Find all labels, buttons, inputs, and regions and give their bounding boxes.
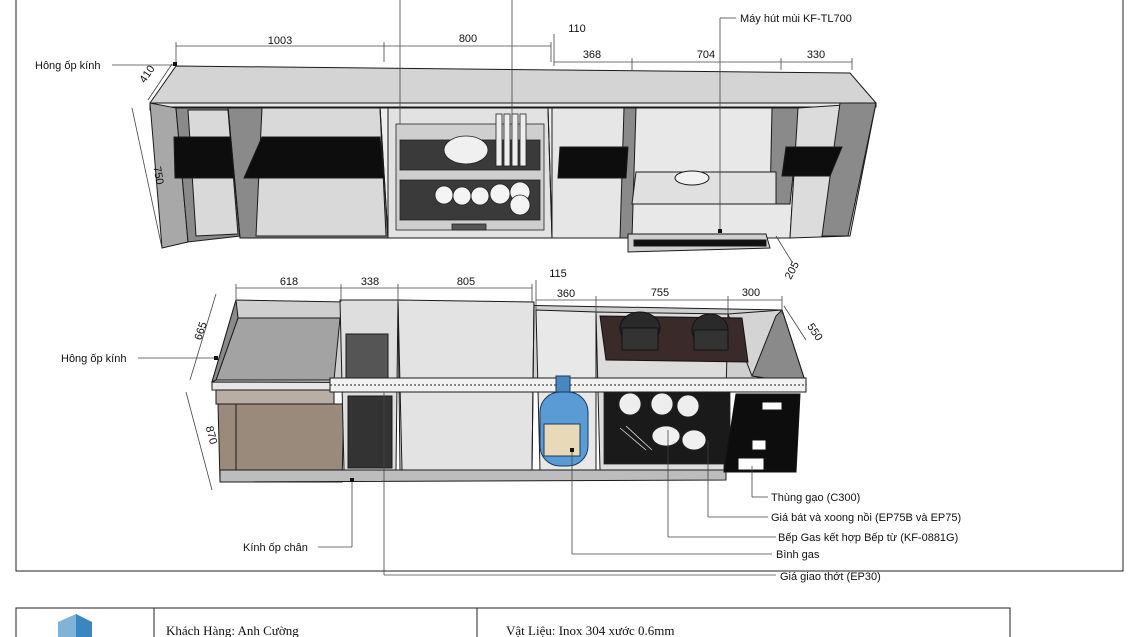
- lower-dimension-labels: 618 338 805 115 360 755 300 665 870 550: [193, 268, 825, 446]
- lower-plinth: [219, 469, 727, 483]
- plate-icon: [503, 113, 511, 167]
- pullout-basket-bottom: [347, 395, 393, 469]
- dim-upper-1003: 1003: [268, 35, 292, 47]
- lower-dish-rack: [603, 391, 731, 465]
- label-stove: Bếp Gas kết hợp Bếp từ (KF-0881G): [778, 532, 958, 544]
- plate-icon: [511, 113, 519, 167]
- cup-icon: [434, 185, 454, 205]
- pullout-basket-top: [345, 333, 389, 381]
- rice-bin-body: [723, 393, 801, 473]
- dim-upper-800: 800: [459, 33, 477, 45]
- plate-icon: [519, 113, 527, 167]
- pot-body-icon: [621, 327, 659, 351]
- cup-icon: [470, 186, 490, 206]
- bowl-icon: [676, 394, 700, 418]
- callout-marker: [350, 478, 354, 482]
- dim-upper-704: 704: [697, 49, 715, 61]
- gas-tank-valve: [555, 375, 571, 393]
- dim-upper-330: 330: [807, 49, 825, 61]
- upper-right-side-panel: [821, 102, 877, 237]
- callout-marker: [718, 229, 722, 233]
- dim-lower-870: 870: [203, 425, 219, 446]
- upper-callouts: [112, 17, 736, 232]
- rice-bin: [723, 393, 801, 473]
- title-material: Vật Liệu: Inox 304 xước 0.6mm: [506, 623, 674, 637]
- callout-marker: [214, 356, 218, 360]
- gas-tank-label: [543, 423, 581, 457]
- dim-upper-410: 410: [137, 63, 157, 85]
- label-glass-foot: Kính ốp chân: [243, 542, 308, 554]
- kettle-body-icon: [693, 329, 729, 351]
- dim-lower-618: 618: [280, 276, 298, 288]
- upper-dimensions: [131, 0, 853, 263]
- company-logo: [58, 614, 92, 637]
- upper-hood-shelf: [631, 171, 777, 205]
- callout-marker: [173, 62, 177, 66]
- upper-shelf-6: [781, 146, 843, 177]
- dim-lower-300: 300: [742, 287, 760, 299]
- dim-upper-368: 368: [583, 49, 601, 61]
- upper-dish-rack: [395, 113, 545, 231]
- title-customer: Khách Hàng: Anh Cường: [166, 623, 299, 637]
- bowl-icon: [618, 392, 642, 416]
- lower-dimensions: [185, 280, 807, 491]
- bowl-icon: [650, 392, 674, 416]
- dim-lower-805: 805: [457, 276, 475, 288]
- dim-lower-550: 550: [804, 321, 824, 343]
- logo-building-icon: [76, 614, 92, 637]
- dim-upper-750: 750: [150, 165, 165, 185]
- label-upper-glass-side: Hông ốp kính: [35, 60, 100, 72]
- upper-dimension-labels: 1003 800 110 368 704 330 410 750 205: [137, 23, 825, 282]
- rice-bin-slot: [761, 401, 783, 411]
- callout-marker: [570, 448, 574, 452]
- upper-shelf-4: [557, 146, 629, 179]
- upper-cabinet-top-front: [149, 102, 877, 108]
- cup-icon: [452, 186, 472, 206]
- cup-icon: [509, 194, 531, 216]
- hood-vent: [674, 170, 710, 186]
- range-hood-front: [633, 239, 767, 247]
- upper-shelf-2: [243, 136, 385, 179]
- dim-lower-115: 115: [549, 268, 567, 280]
- label-range-hood: Máy hút mùi KF-TL700: [740, 13, 852, 25]
- upper-shelf-1: [173, 136, 241, 179]
- label-gas-tank: Bình gas: [776, 549, 820, 561]
- dim-upper-110: 110: [568, 23, 586, 35]
- gas-tank: [539, 375, 589, 467]
- label-rice-bin: Thùng gạo (C300): [771, 492, 860, 504]
- cup-icon: [489, 183, 511, 205]
- label-lower-glass-side: Hông ốp kính: [61, 353, 126, 365]
- dim-upper-205: 205: [783, 260, 802, 282]
- rice-bin-dispenser: [737, 457, 765, 471]
- gas-induction-stove: [599, 311, 749, 363]
- bowl-icon: [443, 135, 489, 165]
- dish-rack-handle: [451, 223, 487, 231]
- title-block-frame: [15, 607, 1011, 637]
- title-block: [15, 607, 1011, 637]
- lower-callouts: [138, 357, 776, 576]
- label-cutting-board-rack: Giá giao thớt (EP30): [780, 571, 881, 583]
- label-dish-rack: Giá bát và xoong nồi (EP75B và EP75): [771, 512, 961, 524]
- pot-icon: [651, 425, 681, 447]
- plate-icon: [495, 113, 503, 167]
- rice-bin-button: [751, 439, 767, 451]
- lower-left-side-panel: [211, 299, 239, 383]
- drawing-frame: [15, 0, 1124, 572]
- logo-building-icon: [58, 614, 76, 637]
- dim-lower-755: 755: [651, 287, 669, 299]
- pot-icon: [681, 429, 707, 451]
- dim-lower-360: 360: [557, 288, 575, 300]
- dim-lower-665: 665: [193, 320, 210, 341]
- lower-left-drawer: [215, 389, 335, 405]
- dim-lower-338: 338: [361, 276, 379, 288]
